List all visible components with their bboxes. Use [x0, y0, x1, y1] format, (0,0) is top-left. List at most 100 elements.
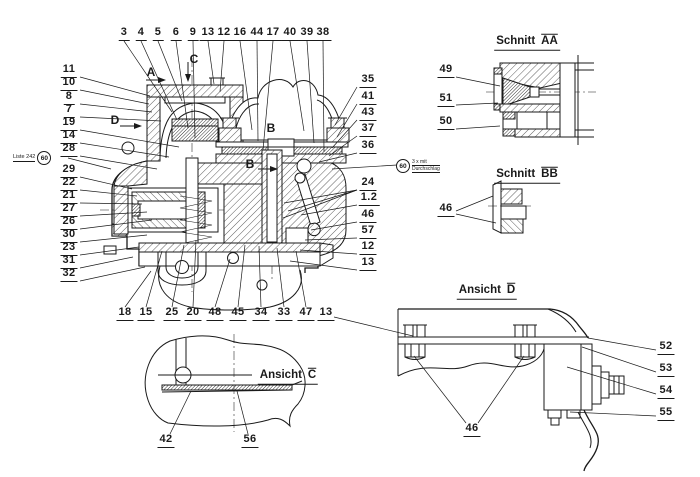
section-letter-b-upper: B — [266, 121, 276, 135]
part-label-45: 45 — [229, 307, 247, 321]
leader-line-29 — [79, 176, 133, 190]
part-label-5: 5 — [152, 27, 164, 41]
leader-line-4 — [140, 40, 178, 121]
part-label-8: 8 — [63, 91, 75, 105]
part-label-46-d: 46 — [463, 423, 481, 437]
leader-line-47 — [295, 250, 307, 308]
leader-line-33 — [276, 247, 285, 308]
part-label-13-top: 13 — [199, 27, 217, 41]
leader-line-55 — [569, 411, 657, 417]
durchschlag-line2: Durchschlag — [412, 166, 440, 173]
part-label-3: 3 — [118, 27, 130, 41]
part-label-28: 28 — [60, 143, 78, 157]
rod-and-spring — [179, 157, 213, 262]
part-label-49: 49 — [437, 64, 455, 78]
leader-line-13-right — [289, 260, 358, 271]
leader-line-45 — [237, 244, 246, 308]
leader-line-50 — [455, 125, 501, 130]
leader-line-48 — [214, 258, 231, 308]
part-label-17: 17 — [264, 27, 282, 41]
leader-line-12-top — [219, 40, 225, 93]
leader-line-46-d — [477, 355, 525, 424]
part-label-19: 19 — [60, 117, 78, 131]
durchschlag-note-text: 3 x mit Durchschlag — [412, 159, 440, 173]
part-label-34: 34 — [252, 307, 270, 321]
durchschlag-note: 60 3 x mit Durchschlag — [396, 159, 440, 173]
title-word: Schnitt — [496, 34, 536, 47]
view-direction-arrows — [120, 62, 278, 172]
part-label-35: 35 — [359, 74, 377, 88]
leader-line-20 — [192, 239, 197, 308]
part-label-6: 6 — [170, 27, 182, 41]
section-letter-d: D — [110, 113, 120, 127]
leader-line-14 — [79, 142, 170, 158]
leader-line-46-right — [310, 221, 358, 231]
part-label-16: 16 — [231, 27, 249, 41]
durchschlag-line1: 3 x mit — [412, 159, 440, 166]
part-label-41: 41 — [359, 91, 377, 105]
leader-line-53 — [581, 346, 657, 373]
leader-line-28 — [79, 155, 158, 170]
part-label-53: 53 — [657, 363, 675, 377]
part-label-1.2: 1.2 — [358, 192, 380, 206]
part-label-57: 57 — [359, 225, 377, 239]
part-label-4: 4 — [135, 27, 147, 41]
leader-line-16 — [239, 40, 253, 131]
leader-line-56 — [236, 390, 249, 435]
leader-line-12-right — [299, 249, 358, 255]
leader-line-25 — [171, 244, 185, 308]
part-label-51: 51 — [437, 93, 455, 107]
circled-60-badge: 60 — [37, 151, 52, 165]
title-ref: C — [307, 368, 317, 381]
title-ansicht-c: Ansicht C — [257, 368, 319, 385]
part-label-50: 50 — [437, 116, 455, 130]
leader-line-1.2 — [300, 204, 358, 216]
part-label-33: 33 — [275, 307, 293, 321]
section-letter-a: A — [146, 65, 156, 79]
part-label-23: 23 — [60, 242, 78, 256]
part-label-18: 18 — [116, 307, 134, 321]
leader-line-51 — [455, 102, 499, 106]
part-label-22: 22 — [60, 177, 78, 191]
part-label-36: 36 — [359, 140, 377, 154]
leader-line-43 — [331, 119, 358, 149]
title-word: Ansicht — [259, 368, 302, 381]
leader-line-39 — [306, 40, 315, 144]
leader-line-22 — [79, 189, 138, 197]
leader-line-37 — [328, 135, 358, 157]
leader-line-44 — [256, 40, 259, 142]
schnitt-bb-view — [488, 180, 534, 234]
part-label-39: 39 — [298, 27, 316, 41]
leader-line-5 — [157, 40, 183, 102]
leader-line-54 — [566, 366, 657, 395]
title-ref: BB — [541, 167, 558, 180]
leader-line-21 — [79, 202, 143, 205]
section-letter-c: C — [189, 52, 199, 66]
part-label-46-bb: 46 — [437, 203, 455, 217]
horizontal-piston-assembly — [113, 185, 219, 235]
leader-line-19 — [79, 129, 180, 148]
leader-line-23 — [79, 246, 140, 256]
part-label-55: 55 — [657, 407, 675, 421]
section-letter-b-lower: B — [245, 157, 255, 171]
leader-line-15 — [145, 250, 163, 308]
leader-line-42 — [169, 390, 192, 435]
leader-line-46-d — [413, 355, 467, 424]
part-label-9: 9 — [187, 27, 199, 41]
part-label-12-top: 12 — [215, 27, 233, 41]
leader-line-18 — [124, 270, 152, 308]
leader-line-24 — [283, 189, 358, 204]
leader-line-35 — [334, 86, 358, 126]
leader-line-57 — [304, 237, 358, 241]
part-label-31: 31 — [60, 255, 78, 269]
schnitt-aa-view — [486, 55, 596, 145]
part-label-48: 48 — [206, 307, 224, 321]
main-section-view — [67, 58, 398, 311]
durchschlag-note-leader — [331, 164, 398, 170]
upper-cylinder-assembly — [146, 77, 244, 162]
leader-line-13-top — [207, 40, 215, 85]
diaphragm-dome-assembly — [215, 79, 350, 164]
